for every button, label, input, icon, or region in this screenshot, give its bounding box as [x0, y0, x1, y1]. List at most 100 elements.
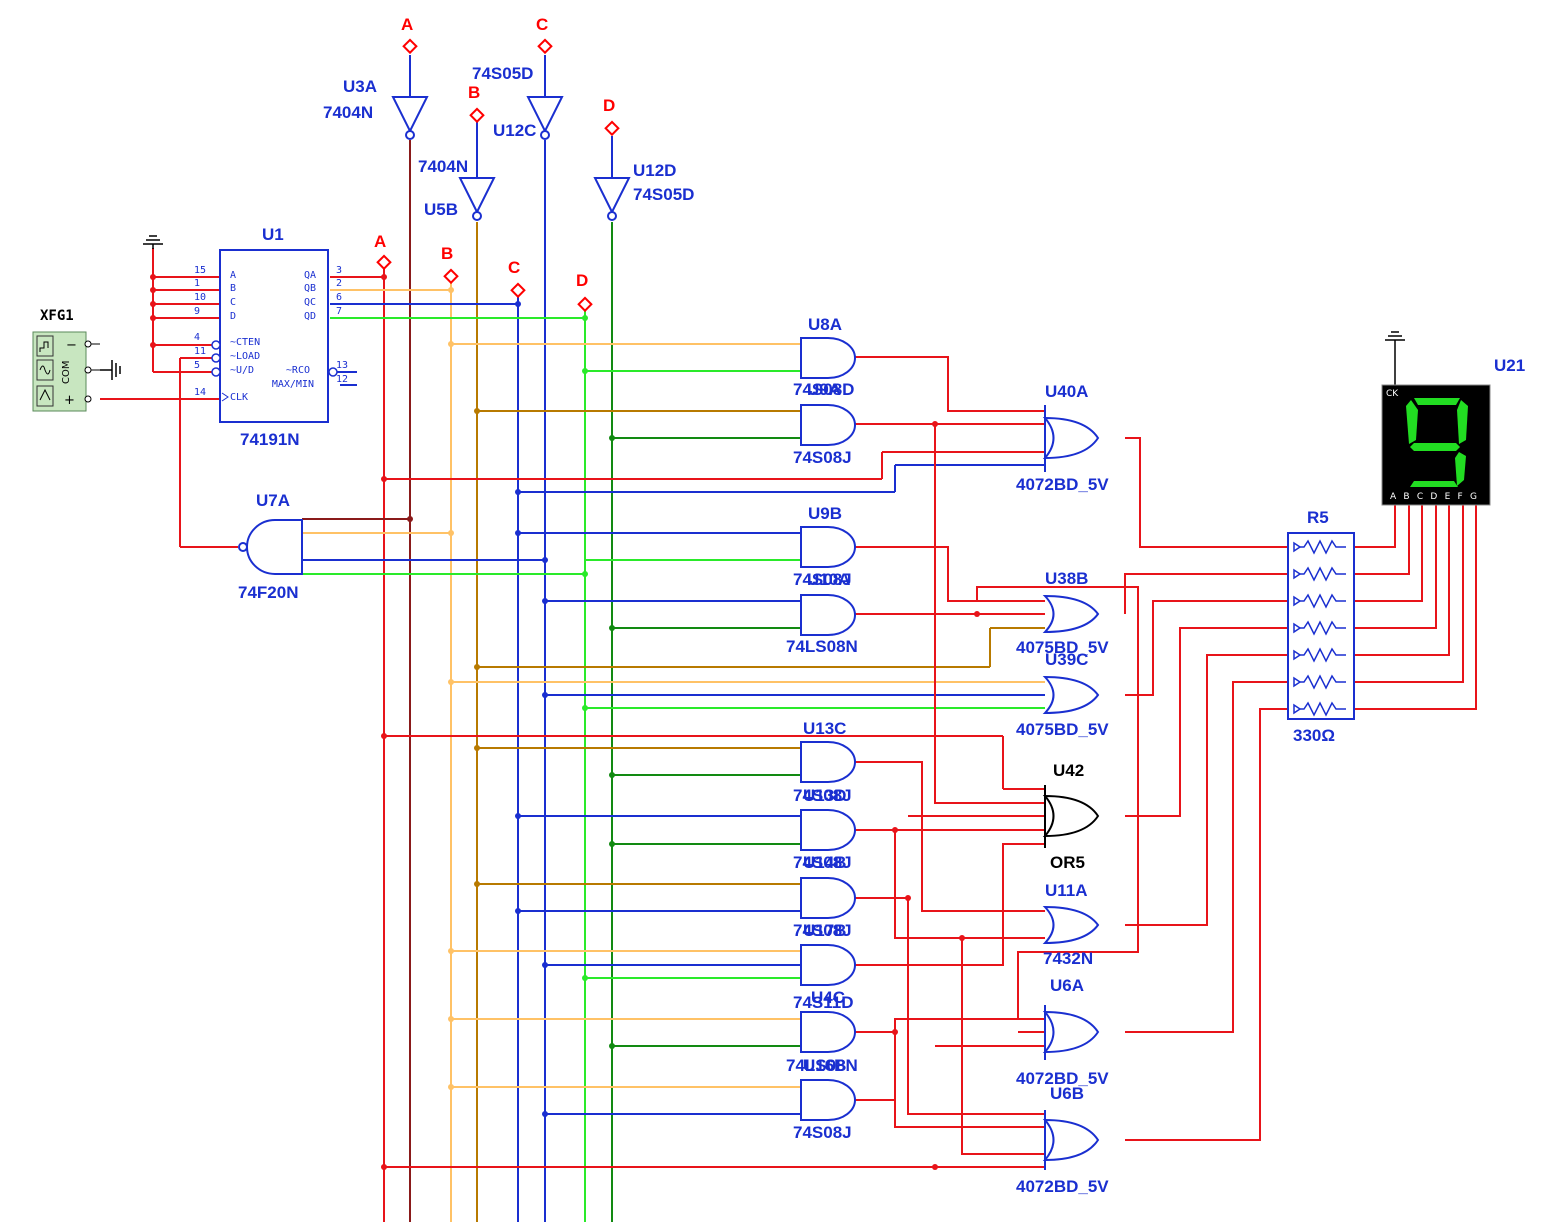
u1-pin-name: B: [230, 283, 236, 294]
wires: [100, 55, 1477, 1222]
u1-pin-num: 12: [336, 374, 348, 385]
u17-type: 74S11D: [793, 993, 854, 1012]
xfg-minus: −: [66, 338, 77, 353]
u11a-type: 7432N: [1043, 949, 1093, 968]
u5b-type: 7404N: [418, 157, 468, 176]
u7a-type: 74F20N: [238, 583, 298, 602]
u1-pin-name: QC: [304, 297, 316, 308]
inverters[interactable]: [391, 96, 631, 221]
u1-pin-num: 4: [194, 332, 200, 343]
u1-pin-name: ~U/D: [230, 365, 254, 376]
u6b-type: 4072BD_5V: [1016, 1177, 1109, 1196]
u5b-label: U5B: [424, 200, 458, 219]
or-gate-labels: U40A 4072BD_5V U38B 4075BD_5V U39C 4075B…: [1016, 382, 1109, 1196]
function-generator-xfg1[interactable]: [32, 331, 100, 412]
u1-pin-name: CLK: [230, 392, 248, 403]
u17b-label: U17B: [803, 921, 846, 940]
u9b-label: U9B: [808, 504, 842, 523]
u39c-type: 4075BD_5V: [1016, 720, 1109, 739]
u1-pin-num: 15: [194, 265, 206, 276]
u1-pin-num: 3: [336, 265, 342, 276]
u1-pin-num: 13: [336, 360, 348, 371]
u1-pin-num: 6: [336, 292, 342, 303]
probe-label-top-d: D: [603, 96, 615, 115]
u42-label: U42: [1053, 761, 1084, 780]
u38b-label: U38B: [1045, 569, 1088, 588]
u1-pin-name: ~CTEN: [230, 337, 260, 348]
u21-seg-pins: A B C D E F G: [1390, 492, 1479, 502]
xfg1-label: XFG1: [40, 308, 74, 324]
u10a-type: 74LS08N: [786, 637, 858, 656]
u8a-label: U8A: [808, 315, 842, 334]
u1-pin-name: ~LOAD: [230, 351, 260, 362]
u1-pin-num: 14: [194, 387, 206, 398]
u12c-label: U12C: [493, 121, 536, 140]
u7a-label: U7A: [256, 491, 290, 510]
u15-type: 74S08J: [793, 921, 852, 940]
u9a-label: U9A: [807, 380, 841, 399]
u6b-label: U6B: [1050, 1084, 1084, 1103]
r5-label: R5: [1307, 508, 1329, 527]
u6a-type: 4072BD_5V: [1016, 1069, 1109, 1088]
u13c-type: 74S08J: [793, 786, 852, 805]
u1-label: U1: [262, 225, 284, 244]
resistor-pack-r5[interactable]: [1287, 532, 1355, 720]
u1-pin-name: MAX/MIN: [272, 379, 314, 390]
u1-pin-name: QB: [304, 283, 316, 294]
u3a-label: U3A: [343, 77, 377, 96]
u7a-nand-gate[interactable]: [238, 519, 303, 575]
u1-pin-num: 10: [194, 292, 206, 303]
seven-segment-display-u21[interactable]: [1381, 384, 1491, 506]
xfg-com: COM: [61, 361, 72, 384]
junctions: [150, 274, 980, 1170]
u14b-label: U14B: [803, 853, 846, 872]
u12d-type: 74S05D: [633, 185, 694, 204]
probe-label-mid-a: A: [374, 232, 386, 251]
u1-pin-num: 11: [194, 346, 206, 357]
and-gates[interactable]: [800, 337, 856, 1121]
u1-pin-name: D: [230, 311, 236, 322]
probe-label-top-a: A: [401, 15, 413, 34]
or-gates[interactable]: [1042, 405, 1100, 1170]
digit-segments: [1406, 398, 1468, 487]
u14-type: 74S08J: [793, 853, 852, 872]
u21-ck: CK: [1386, 389, 1399, 399]
u1-pin-num: 7: [336, 306, 342, 317]
u3a-type: 7404N: [323, 103, 373, 122]
probe-label-top-b: B: [468, 83, 480, 102]
u1-pin-num: 5: [194, 360, 200, 371]
probe-label-mid-d: D: [576, 271, 588, 290]
probes[interactable]: [376, 38, 620, 313]
u4c-type: 74LS08N: [786, 1056, 858, 1075]
u11a-label: U11A: [1045, 881, 1088, 900]
probe-label-mid-b: B: [441, 244, 453, 263]
u40a-type: 4072BD_5V: [1016, 475, 1109, 494]
u10a-label: U10A: [807, 570, 850, 589]
probe-label-top-c: C: [536, 15, 548, 34]
u4c-label: U4C: [811, 988, 845, 1007]
u40a-label: U40A: [1045, 382, 1088, 401]
u1-pin-name: C: [230, 297, 236, 308]
or5-type: OR5: [1050, 853, 1085, 872]
u16-type: 74S08J: [793, 1123, 852, 1142]
u6a-label: U6A: [1050, 976, 1084, 995]
u1-pin-name: A: [230, 270, 236, 281]
u1-pin-num: 2: [336, 278, 342, 289]
u1-pin-name: ~RCO: [286, 365, 310, 376]
u13c-label: U13C: [803, 719, 846, 738]
u12c-type: 74S05D: [472, 64, 533, 83]
probe-label-mid-c: C: [508, 258, 520, 277]
u13d-label: U13D: [803, 786, 846, 805]
ground-symbol: [100, 235, 1405, 385]
u16b-label: U16B: [803, 1056, 846, 1075]
u39c-label: U39C: [1045, 650, 1088, 669]
and-gate-labels: U8A 74S08D U9A 74S08J U9B 74S08J U10A 74…: [786, 315, 858, 1142]
u8a-type: 74S08D: [793, 380, 854, 399]
u1-pin-num: 1: [194, 278, 200, 289]
u1-counter[interactable]: [211, 249, 338, 423]
u38b-type: 4075BD_5V: [1016, 638, 1109, 657]
u21-label: U21: [1494, 356, 1525, 375]
u9b-type: 74S08J: [793, 570, 852, 589]
or5-gate[interactable]: [1042, 785, 1100, 848]
u1-type: 74191N: [240, 430, 300, 449]
